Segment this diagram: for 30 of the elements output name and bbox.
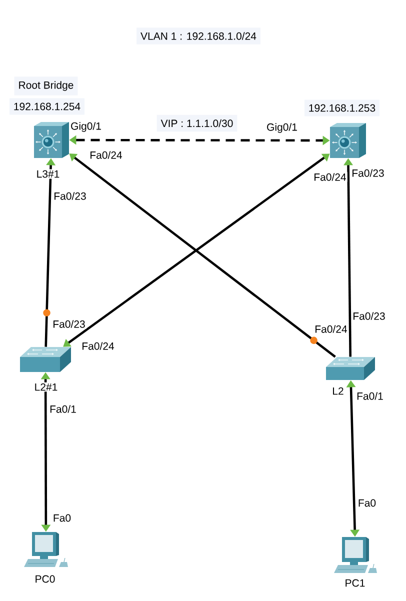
switch-icon xyxy=(326,357,375,380)
edge-label: VIP : 1.1.1.0/30 xyxy=(156,114,238,132)
port-label: Fa0 xyxy=(52,513,72,523)
note-label: 192.168.1.253 xyxy=(304,100,380,116)
port-label: Fa0/24 xyxy=(312,172,348,182)
multilayer-switch-icon xyxy=(330,123,366,158)
port-label: Fa0/1 xyxy=(48,404,78,414)
port-label: Gig0/1 xyxy=(70,121,102,133)
device-label: PC0 xyxy=(34,574,56,584)
port-label: Fa0/23 xyxy=(52,191,88,201)
multilayer-switch-icon xyxy=(34,122,69,158)
port-label: Fa0/23 xyxy=(352,311,386,321)
switch-icon xyxy=(20,347,71,372)
computer-icon xyxy=(334,537,377,573)
device-label: L3#1 xyxy=(35,169,61,179)
port-label: Fa0 xyxy=(356,498,378,508)
device-label: PC1 xyxy=(344,578,366,588)
port-label: Fa0/24 xyxy=(314,324,348,334)
device-label: L2#1 xyxy=(33,382,59,392)
note-label: 192.168.1.254 xyxy=(9,98,85,115)
port-label: Gig0/1 xyxy=(266,122,298,134)
port-label: Fa0/24 xyxy=(88,150,124,160)
note-label: Root Bridge xyxy=(14,76,78,96)
port-label: Fa0/23 xyxy=(350,168,386,178)
title-note: VLAN 1 : 192.168.1.0/24 xyxy=(136,28,260,44)
device-label: L2 xyxy=(331,386,345,396)
port-label: Fa0/1 xyxy=(356,391,384,401)
port-label: Fa0/23 xyxy=(52,319,86,329)
computer-icon xyxy=(24,532,68,567)
port-label: Fa0/24 xyxy=(80,341,116,351)
